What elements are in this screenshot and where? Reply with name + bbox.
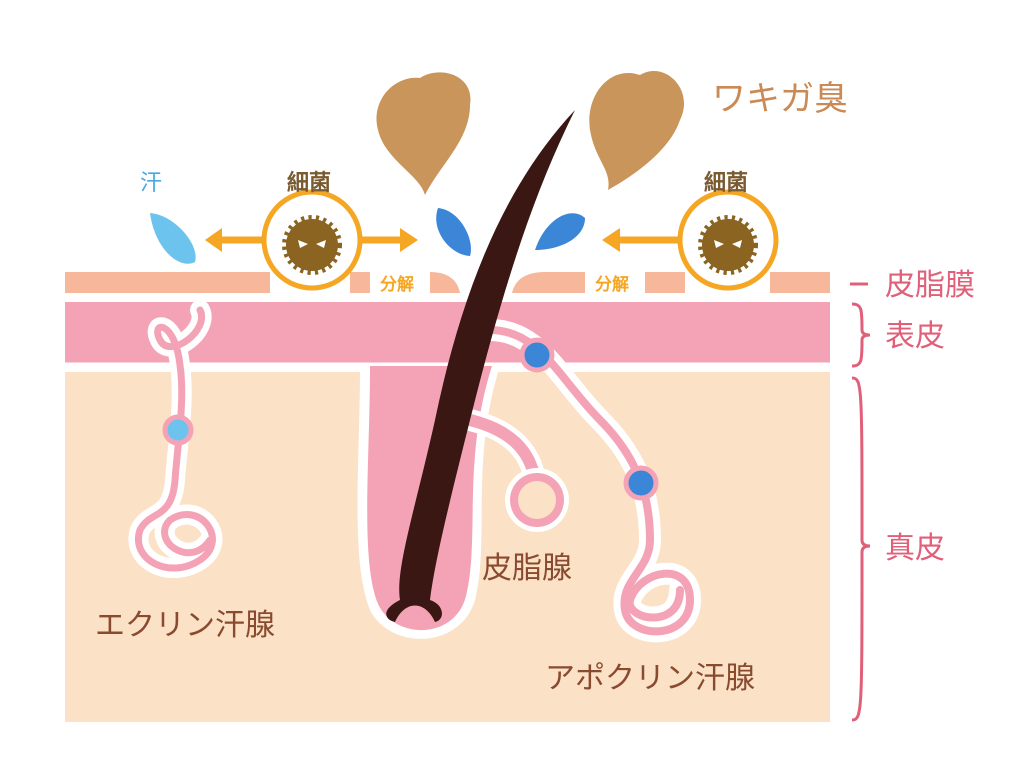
decompose-label: 分解 xyxy=(595,274,629,295)
sweat-label: 汗 xyxy=(140,171,162,196)
apocrine-duct-dot xyxy=(519,337,555,373)
bacteria-label: 細菌 xyxy=(704,170,748,196)
eccrine-gland xyxy=(128,300,223,579)
odor-cloud-icon xyxy=(376,72,471,195)
bacteria-icon xyxy=(698,215,758,275)
eccrine-gland-label: エクリン汗腺 xyxy=(95,608,275,643)
bacteria-label: 細菌 xyxy=(287,170,331,196)
decompose-label: 分解 xyxy=(380,274,414,295)
sebaceous-gland xyxy=(467,409,569,532)
sebaceous-gland-label: 皮脂腺 xyxy=(482,551,572,586)
epidermis-label: 表皮 xyxy=(885,319,945,354)
apocrine-gland xyxy=(479,319,702,643)
odor-cloud-icon xyxy=(589,71,685,190)
eccrine-duct-dot xyxy=(162,414,194,446)
hair-strand xyxy=(386,110,575,622)
epidermis-bracket xyxy=(851,302,871,368)
dermis-label: 真皮 xyxy=(885,531,945,566)
bacteria-right xyxy=(602,189,779,291)
odor-label: ワキガ臭 xyxy=(712,79,848,119)
apocrine-gland-label: アポクリン汗腺 xyxy=(545,661,755,696)
sweat-drop-icon xyxy=(436,208,471,256)
dermis-bracket xyxy=(851,376,871,722)
sweat-drop-icon xyxy=(150,213,196,264)
sebum-film-layer xyxy=(65,272,830,293)
sweat-drop-icon xyxy=(535,213,585,250)
bacteria-left xyxy=(205,189,418,291)
apocrine-duct-dot xyxy=(623,465,659,501)
bacteria-icon xyxy=(282,215,342,275)
sebum-film-label: 皮脂膜 xyxy=(885,268,975,303)
